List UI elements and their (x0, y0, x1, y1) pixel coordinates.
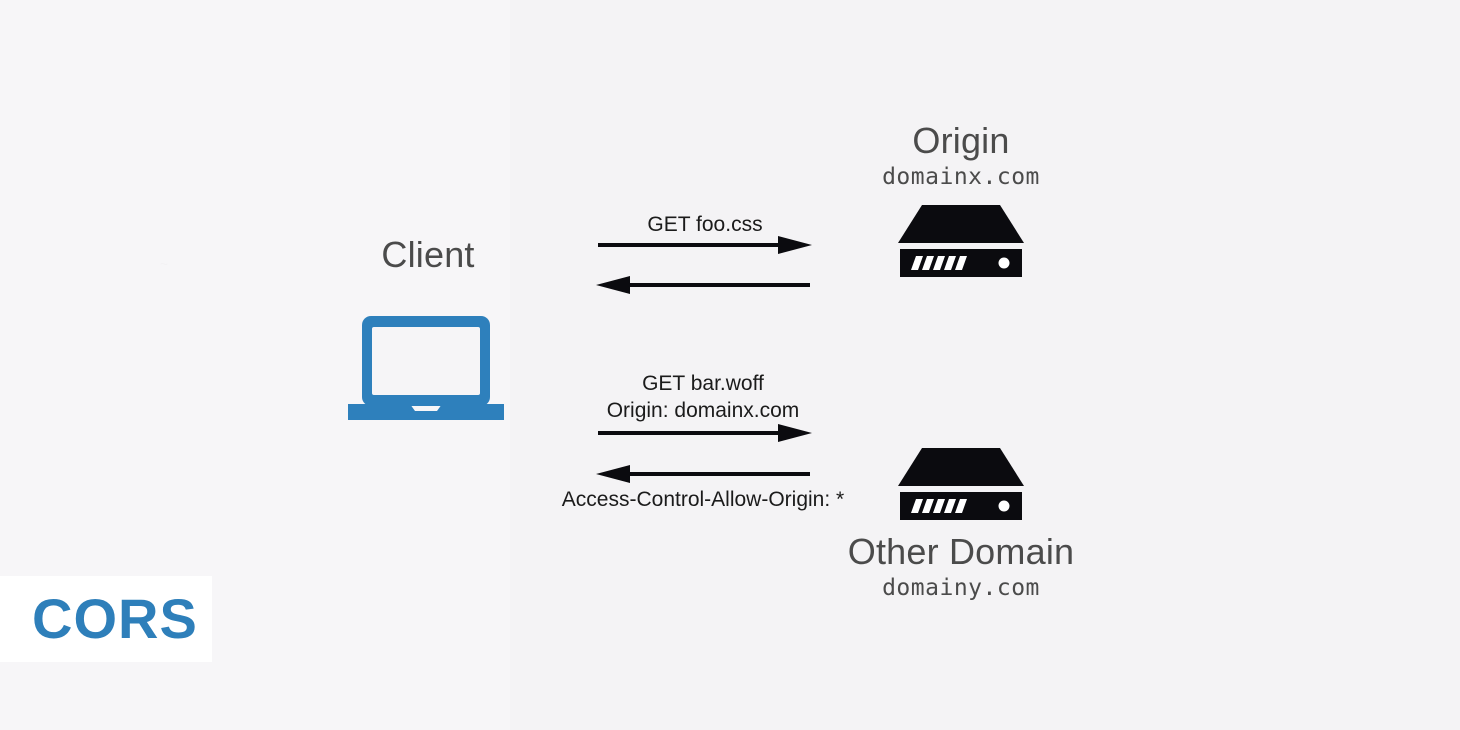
origin-domain: domainx.com (882, 163, 1040, 190)
client-title: Client (381, 234, 475, 275)
cors-badge-label: CORS (32, 587, 198, 650)
flow-label-get-foo: GET foo.css (647, 213, 763, 236)
flow-label-get-bar-line2: Origin: domainx.com (606, 399, 800, 422)
other-domain-title: Other Domain (847, 531, 1075, 572)
laptop-icon (341, 316, 511, 420)
arrow-request-bar (598, 422, 812, 444)
server-icon (898, 448, 1024, 520)
arrow-response-foo (596, 274, 810, 296)
origin-node-label: Origin domainx.com (815, 122, 1107, 190)
client-node: Client (330, 236, 526, 274)
cors-badge: CORS (0, 576, 212, 662)
server-icon (898, 205, 1024, 277)
other-domain-domain: domainy.com (882, 574, 1040, 601)
arrow-request-foo (598, 234, 812, 256)
arrow-response-acao (596, 463, 810, 485)
flow-label-get-bar: GET bar.woff Origin: domainx.com (550, 370, 856, 424)
background-watermark-artifact (1352, 608, 1456, 718)
origin-title: Origin (912, 120, 1010, 161)
flow-label-access-control-allow-origin: Access-Control-Allow-Origin: * (561, 488, 845, 511)
other-domain-node-label: Other Domain domainy.com (815, 533, 1107, 601)
background-artifact: ~ (160, 256, 169, 272)
background-band-right (510, 0, 1460, 730)
flow-label-get-bar-line1: GET bar.woff (642, 372, 764, 395)
